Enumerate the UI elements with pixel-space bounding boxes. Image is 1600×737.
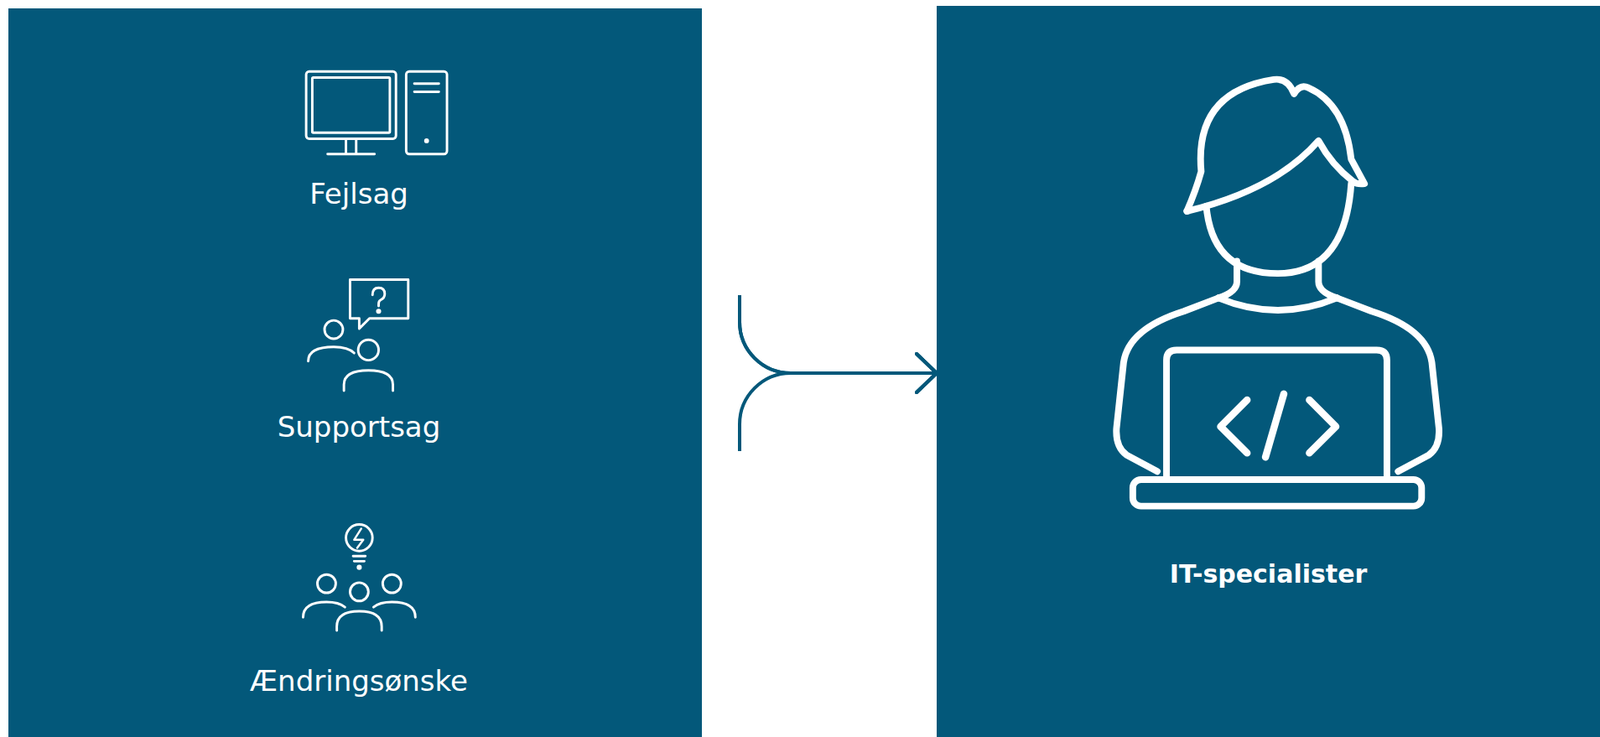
case-type: Supportsag: [216, 273, 502, 444]
case-label: Ændringsønske: [249, 664, 468, 698]
case-label: Fejlsag: [309, 176, 409, 211]
connector-group: [501, 139, 937, 609]
case-type: Ændringsønske: [216, 518, 502, 698]
merge-arrow: [501, 251, 937, 374]
icon: [936, 5, 1600, 737]
case-type: Fejlsag: [216, 67, 502, 211]
merge-arrow: [501, 139, 937, 375]
role-panel: IT-specialister: [936, 5, 1600, 737]
merge-arrow: [501, 373, 937, 608]
role-label: IT-specialister: [936, 557, 1600, 592]
icon: [216, 518, 502, 634]
icon: [216, 273, 502, 395]
case-label: Supportsag: [277, 410, 442, 444]
icon: [216, 67, 502, 160]
